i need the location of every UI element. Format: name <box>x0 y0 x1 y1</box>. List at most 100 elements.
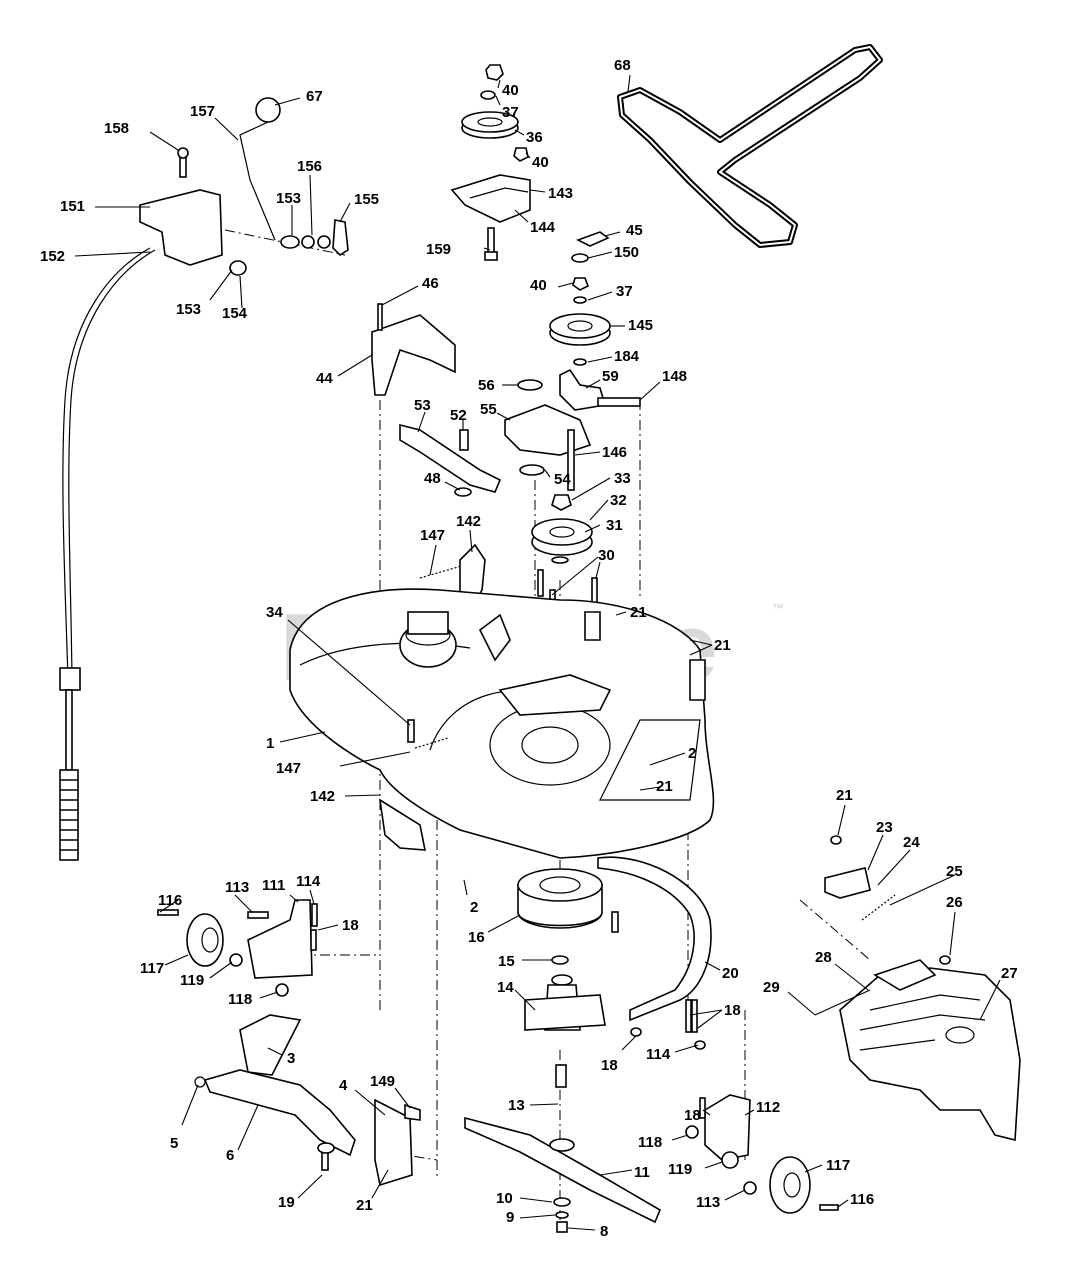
callout-label-21e: 21 <box>356 1197 373 1214</box>
callout-label-147b: 147 <box>276 760 301 777</box>
callout-label-143: 143 <box>548 185 573 202</box>
callout-label-54: 54 <box>554 471 571 488</box>
brake-arm-assembly <box>399 423 502 497</box>
callout-label-44: 44 <box>316 370 333 387</box>
callout-label-21c: 21 <box>656 778 673 795</box>
callout-label-158: 158 <box>104 120 129 137</box>
rear-baffle-part-20 <box>597 856 712 1022</box>
callout-label-40a: 40 <box>502 82 519 99</box>
callout-label-152: 152 <box>40 248 65 265</box>
callout-label-21a: 21 <box>630 604 647 621</box>
callout-label-119a: 119 <box>180 972 204 989</box>
callout-label-2a: 2 <box>688 745 696 762</box>
callout-label-26: 26 <box>946 894 963 911</box>
callout-leader-lines <box>74 74 1001 1231</box>
callout-label-8: 8 <box>600 1223 608 1240</box>
callout-label-142b: 142 <box>310 788 335 805</box>
callout-label-21b: 21 <box>714 637 731 654</box>
callout-label-6: 6 <box>226 1147 234 1164</box>
callout-label-144: 144 <box>530 219 556 236</box>
right-gauge-wheel-assembly <box>630 999 839 1214</box>
control-cable-part-152 <box>59 247 156 861</box>
callout-label-14: 14 <box>497 979 514 996</box>
callout-label-153a: 153 <box>276 190 301 207</box>
callout-label-53: 53 <box>414 397 431 414</box>
callout-label-18d: 18 <box>684 1107 701 1124</box>
callout-label-18b: 18 <box>601 1057 618 1074</box>
callout-label-37b: 37 <box>616 283 633 300</box>
callout-label-156: 156 <box>297 158 322 175</box>
idler-pulley-assembly-middle <box>504 231 641 491</box>
spring-and-bolt-lower <box>378 719 449 851</box>
callout-label-29: 29 <box>763 979 780 996</box>
lever-knob-part-67 <box>255 97 281 123</box>
callout-label-155: 155 <box>354 191 379 208</box>
callout-label-68: 68 <box>614 57 631 74</box>
callout-label-18c: 18 <box>724 1002 741 1019</box>
callout-label-154: 154 <box>222 305 248 322</box>
height-adjust-linkage <box>194 1014 421 1187</box>
callout-label-3: 3 <box>287 1050 295 1067</box>
callout-label-31: 31 <box>606 517 623 534</box>
callout-label-1: 1 <box>266 735 274 752</box>
callout-label-153b: 153 <box>176 301 201 318</box>
deck-pulley-assembly <box>531 494 598 617</box>
callout-label-16: 16 <box>468 929 485 946</box>
callout-label-117b: 117 <box>826 1157 850 1174</box>
callout-label-28: 28 <box>815 949 832 966</box>
mower-deck-housing-part-1 <box>289 588 715 859</box>
callout-label-114a: 114 <box>296 873 321 890</box>
callout-label-116a: 116 <box>158 892 182 909</box>
spindle-assembly <box>464 868 662 1233</box>
callout-label-119b: 119 <box>668 1161 692 1178</box>
callout-label-23: 23 <box>876 819 893 836</box>
callout-label-10: 10 <box>496 1190 513 1207</box>
callout-label-46: 46 <box>422 275 439 292</box>
callout-label-18a: 18 <box>342 917 359 934</box>
callout-label-11: 11 <box>634 1164 650 1181</box>
callout-label-33: 33 <box>614 470 631 487</box>
callout-label-27: 27 <box>1001 965 1018 982</box>
callout-label-112: 112 <box>756 1099 780 1116</box>
callout-label-45: 45 <box>626 222 643 239</box>
callout-label-113a: 113 <box>225 879 249 896</box>
callout-label-36: 36 <box>526 129 543 146</box>
callout-label-13: 13 <box>508 1097 525 1114</box>
drive-belt-part-68 <box>617 44 883 248</box>
left-gauge-wheel-assembly <box>157 899 318 997</box>
callout-label-114b: 114 <box>646 1046 671 1063</box>
callout-label-116b: 116 <box>850 1191 874 1208</box>
callout-label-184: 184 <box>614 348 640 365</box>
callout-label-30: 30 <box>598 547 615 564</box>
callout-label-118b: 118 <box>638 1134 662 1151</box>
callout-label-20: 20 <box>722 965 739 982</box>
callout-label-2b: 2 <box>470 899 478 916</box>
callout-label-25: 25 <box>946 863 963 880</box>
callout-label-40b: 40 <box>532 154 549 171</box>
discharge-chute-assembly <box>814 835 1021 1142</box>
callout-label-21d: 21 <box>836 787 853 804</box>
callout-label-55: 55 <box>480 401 497 418</box>
callout-label-147a: 147 <box>420 527 445 544</box>
callout-label-52: 52 <box>450 407 467 424</box>
callout-label-118a: 118 <box>228 991 252 1008</box>
callout-label-151: 151 <box>60 198 85 215</box>
idler-pulley-assembly-top <box>450 64 531 261</box>
callout-label-37a: 37 <box>502 104 519 121</box>
callout-label-142a: 142 <box>456 513 481 530</box>
callout-label-159: 159 <box>426 241 451 258</box>
callout-label-4: 4 <box>339 1077 348 1094</box>
callout-label-113b: 113 <box>696 1194 720 1211</box>
callout-label-148: 148 <box>662 368 687 385</box>
callout-label-59: 59 <box>602 368 619 385</box>
engagement-lever-assembly <box>139 97 349 276</box>
callout-label-9: 9 <box>506 1209 514 1226</box>
callout-label-19: 19 <box>278 1194 295 1211</box>
callout-label-56: 56 <box>478 377 495 394</box>
callout-label-150: 150 <box>614 244 639 261</box>
callout-label-117a: 117 <box>140 960 164 977</box>
belt-guard-part-44 <box>371 303 456 396</box>
